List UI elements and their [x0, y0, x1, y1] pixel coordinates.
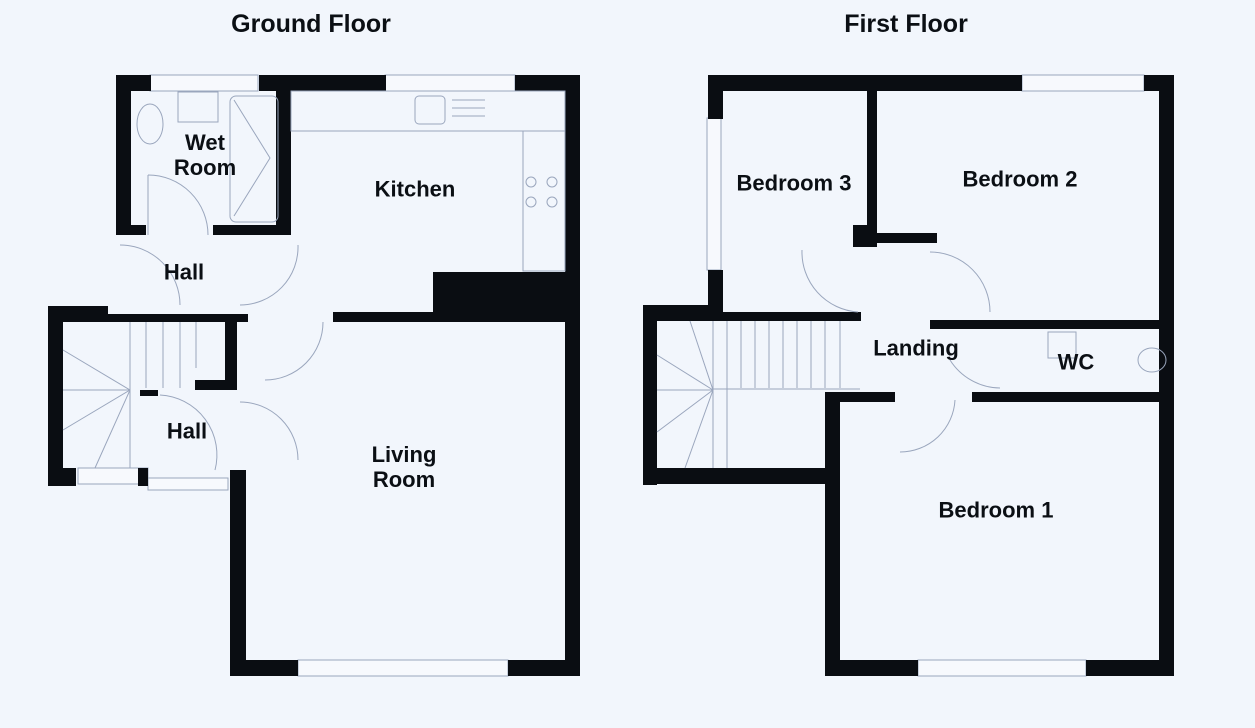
ground-floor-title: Ground Floor — [231, 10, 391, 38]
room-label-hall-upper: Hall — [163, 259, 205, 285]
room-label-bedroom-2: Bedroom 2 — [962, 166, 1078, 192]
room-label-bedroom-1: Bedroom 1 — [938, 497, 1054, 523]
room-label-hall-lower: Hall — [166, 418, 208, 444]
room-label-bedroom-3: Bedroom 3 — [736, 170, 852, 196]
first-floor-plan — [643, 74, 1174, 677]
ground-floor-plan — [48, 74, 580, 677]
room-label-landing: Landing — [873, 335, 959, 361]
room-label-wet-room: Wet Room — [173, 130, 237, 180]
room-label-living-room: Living Room — [371, 442, 437, 492]
room-label-kitchen: Kitchen — [374, 176, 456, 202]
room-label-wc: WC — [1057, 349, 1095, 375]
first-floor-title: First Floor — [844, 10, 968, 38]
